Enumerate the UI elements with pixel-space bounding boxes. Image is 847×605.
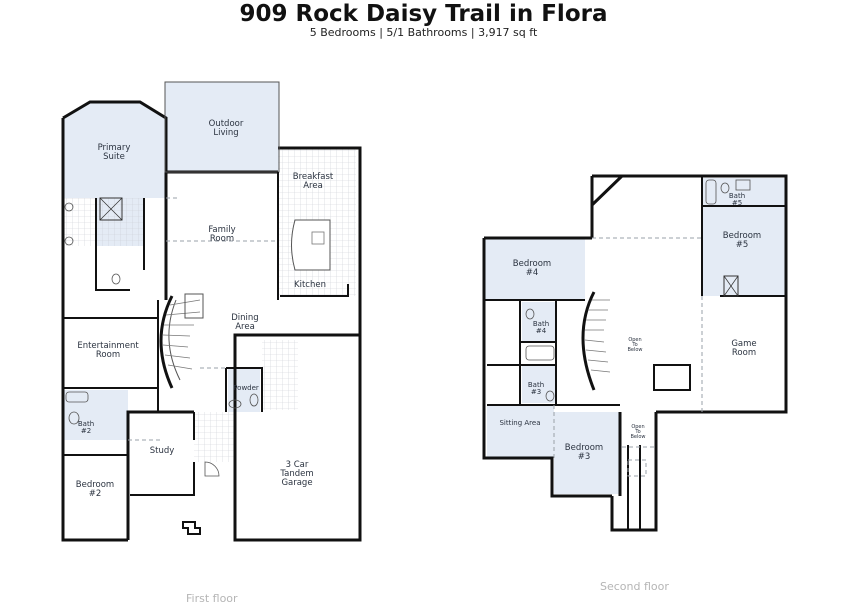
first-floor-caption: First floor	[186, 592, 238, 605]
label-bath4: Bath#4	[533, 320, 549, 335]
bedroom3-fill	[554, 412, 620, 494]
label-study: Study	[150, 446, 175, 456]
label-bath3: Bath#3	[528, 381, 544, 396]
label-sitting-area: Sitting Area	[499, 419, 540, 427]
second-floor-caption: Second floor	[600, 580, 669, 593]
page-subtitle: 5 Bedrooms | 5/1 Bathrooms | 3,917 sq ft	[309, 26, 538, 39]
primary-suite-fill	[63, 102, 166, 198]
sitting-area-fill	[487, 405, 554, 458]
bedroom4-fill	[485, 238, 585, 300]
outdoor-living-fill	[165, 82, 279, 172]
label-powder: Powder	[233, 384, 259, 392]
label-kitchen: Kitchen	[294, 280, 326, 290]
bath2-fill	[64, 390, 128, 440]
label-bedroom4: Bedroom#4	[513, 259, 551, 278]
powder-fill	[228, 368, 260, 412]
label-bedroom5: Bedroom#5	[723, 231, 761, 250]
label-bath2: Bath#2	[78, 420, 94, 435]
page-title: 909 Rock Daisy Trail in Flora	[239, 1, 608, 27]
label-bedroom3: Bedroom#3	[565, 443, 603, 462]
label-bedroom2: Bedroom#2	[76, 480, 114, 499]
label-bath5: Bath#5	[729, 192, 745, 207]
